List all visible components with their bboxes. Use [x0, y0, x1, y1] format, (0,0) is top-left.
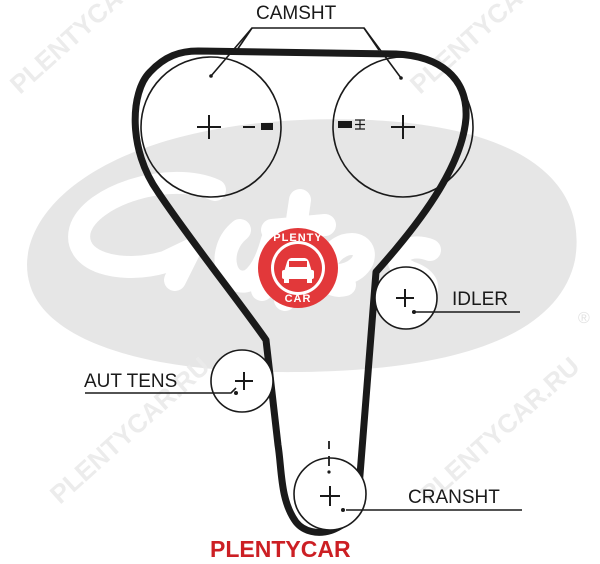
- crankshaft-pulley: [293, 441, 367, 531]
- plentycar-logo: PLENTY CAR: [258, 228, 338, 308]
- center-cross-icon: [197, 115, 221, 139]
- tensioner-label: AUT TENS: [84, 371, 177, 392]
- site-watermark: PLENTYCAR.RU: [414, 351, 585, 510]
- crankshaft-label: CRANSHT: [408, 487, 500, 508]
- idler-leader-dot: [412, 310, 416, 314]
- idler-pulley: [374, 266, 438, 330]
- site-watermark: PLENTYCAR.RU: [404, 0, 575, 99]
- camshaft-label: CAMSHT: [256, 3, 337, 24]
- camshaft-leader-branch: [236, 27, 253, 51]
- tensioner-pulley: [210, 349, 274, 413]
- center-cross-icon: [320, 486, 340, 506]
- registered-mark: ®: [578, 310, 590, 327]
- leader-lines: [85, 27, 522, 511]
- tensioner-leader: [85, 387, 237, 394]
- center-cross-icon: [391, 115, 415, 139]
- tensioner-leader-dot: [234, 391, 238, 395]
- mark-dot: [327, 470, 331, 474]
- logo-bottom-text: CAR: [285, 293, 312, 305]
- logo-top-text: PLENTY: [273, 232, 322, 244]
- camshaft-pulley-right: [332, 56, 474, 198]
- timing-mark-icon: [338, 119, 365, 130]
- car-icon: [282, 258, 314, 283]
- camshaft-pulley-left: [140, 56, 282, 198]
- site-watermark: PLENTYCAR.RU: [4, 0, 175, 99]
- idler-label: IDLER: [452, 289, 508, 310]
- timing-belt: [131, 47, 470, 536]
- camshaft-leader-branch: [363, 27, 380, 51]
- crankshaft-leader-dot: [341, 508, 345, 512]
- footer-brand: PLENTYCAR: [210, 536, 351, 562]
- center-cross-icon: [396, 289, 414, 307]
- camshaft-leader: [210, 27, 402, 79]
- center-cross-icon: [235, 372, 253, 390]
- timing-mark-icon: [243, 123, 273, 130]
